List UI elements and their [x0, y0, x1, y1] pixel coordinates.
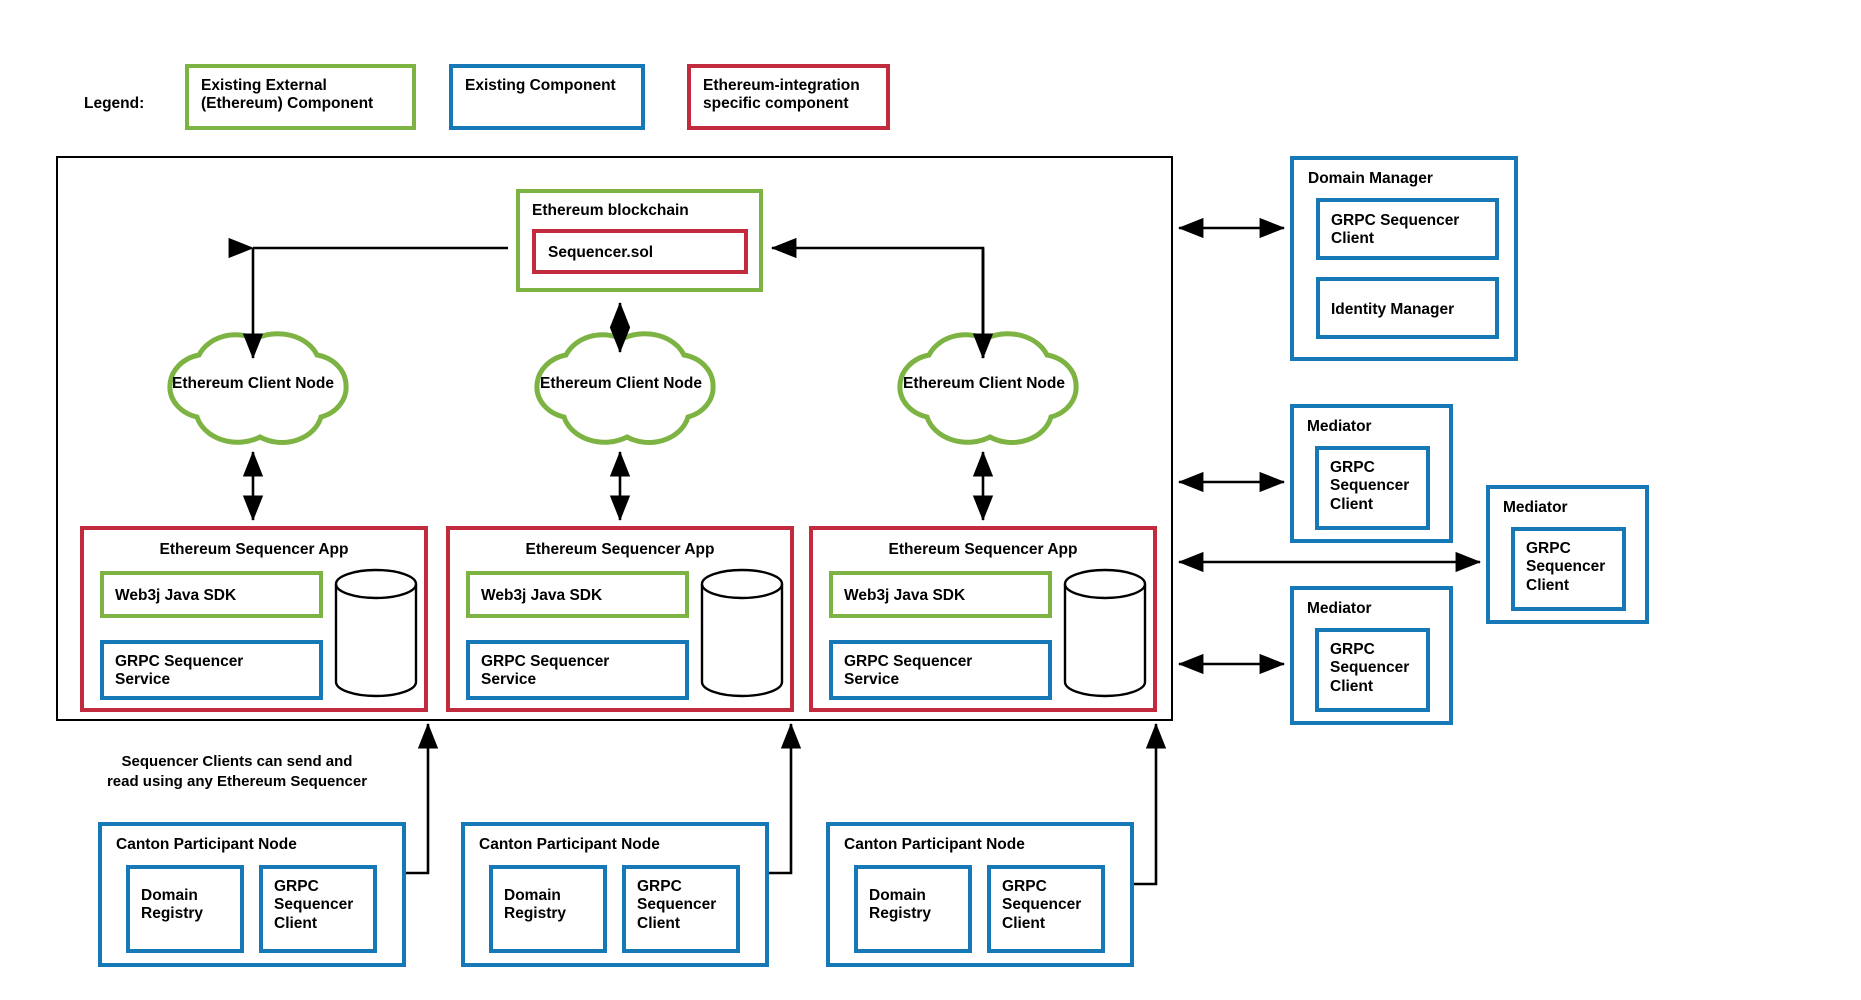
- web3j-java-sdk-2: Web3j Java SDK: [466, 571, 689, 618]
- domain-registry-1: Domain Registry: [126, 865, 244, 953]
- domain-manager-title: Domain Manager: [1308, 170, 1433, 187]
- mediator-3-grpc-sequencer-client: GRPC Sequencer Client: [1315, 628, 1430, 712]
- domain-registry-1-label: Domain Registry: [141, 887, 204, 923]
- ethereum-blockchain-box: Ethereum blockchain Sequencer.sol: [516, 189, 763, 292]
- grpc-sequencer-service-2-label: GRPC Sequencer Service: [481, 653, 610, 689]
- participant-2-grpc-sequencer-client-label: GRPC Sequencer Client: [637, 878, 717, 932]
- web3j-java-sdk-3-label: Web3j Java SDK: [844, 587, 966, 604]
- web3j-java-sdk-1: Web3j Java SDK: [100, 571, 323, 618]
- mediator-3-grpc-sequencer-client-label: GRPC Sequencer Client: [1330, 641, 1410, 695]
- mediator-box-3: Mediator GRPC Sequencer Client: [1290, 586, 1453, 725]
- canton-participant-node-2-title: Canton Participant Node: [479, 836, 660, 853]
- database-cylinder-2: [700, 568, 784, 698]
- identity-manager-label: Identity Manager: [1331, 301, 1455, 318]
- sequencer-sol-box: Sequencer.sol: [532, 229, 748, 274]
- ethereum-client-node-label-3: Ethereum Client Node: [903, 375, 1065, 392]
- mediator-2-grpc-sequencer-client: GRPC Sequencer Client: [1511, 527, 1626, 611]
- participant-3-grpc-sequencer-client: GRPC Sequencer Client: [987, 865, 1105, 953]
- ethereum-sequencer-app-1-title: Ethereum Sequencer App: [159, 541, 349, 558]
- database-cylinder-3: [1063, 568, 1147, 698]
- domain-registry-3: Domain Registry: [854, 865, 972, 953]
- sequencer-clients-note: Sequencer Clients can send and read usin…: [106, 753, 368, 790]
- mediator-1-grpc-sequencer-client: GRPC Sequencer Client: [1315, 446, 1430, 530]
- participant-1-grpc-sequencer-client-label: GRPC Sequencer Client: [274, 878, 354, 932]
- web3j-java-sdk-2-label: Web3j Java SDK: [481, 587, 603, 604]
- ethereum-client-node-label-2: Ethereum Client Node: [540, 375, 702, 392]
- web3j-java-sdk-3: Web3j Java SDK: [829, 571, 1052, 618]
- mediator-box-1: Mediator GRPC Sequencer Client: [1290, 404, 1453, 543]
- mediator-1-title: Mediator: [1307, 418, 1372, 435]
- grpc-sequencer-service-1-label: GRPC Sequencer Service: [115, 653, 244, 689]
- grpc-sequencer-service-1: GRPC Sequencer Service: [100, 640, 323, 700]
- canton-participant-node-2: Canton Participant Node Domain Registry …: [461, 822, 769, 967]
- domain-registry-2: Domain Registry: [489, 865, 607, 953]
- grpc-sequencer-service-2: GRPC Sequencer Service: [466, 640, 689, 700]
- ethereum-client-node-label-1: Ethereum Client Node: [172, 375, 334, 392]
- domain-registry-3-label: Domain Registry: [869, 887, 932, 923]
- legend-label: Legend:: [84, 95, 145, 112]
- participant-1-grpc-sequencer-client: GRPC Sequencer Client: [259, 865, 377, 953]
- identity-manager-box: Identity Manager: [1316, 277, 1499, 339]
- legend-item-external-ethereum-label: Existing External (Ethereum) Component: [201, 77, 374, 113]
- legend-item-existing-component: Existing Component: [449, 64, 645, 130]
- legend-item-external-ethereum: Existing External (Ethereum) Component: [185, 64, 416, 130]
- grpc-sequencer-service-3-label: GRPC Sequencer Service: [844, 653, 973, 689]
- ethereum-blockchain-title: Ethereum blockchain: [532, 202, 689, 219]
- participant-2-grpc-sequencer-client: GRPC Sequencer Client: [622, 865, 740, 953]
- mediator-3-title: Mediator: [1307, 600, 1372, 617]
- arrow-participant3-to-app3: [1134, 722, 1167, 886]
- mediator-box-2: Mediator GRPC Sequencer Client: [1486, 485, 1649, 624]
- canton-participant-node-1-title: Canton Participant Node: [116, 836, 297, 853]
- canton-participant-node-1: Canton Participant Node Domain Registry …: [98, 822, 406, 967]
- grpc-sequencer-service-3: GRPC Sequencer Service: [829, 640, 1052, 700]
- database-cylinder-1: [334, 568, 418, 698]
- ethereum-sequencer-app-2: Ethereum Sequencer App Web3j Java SDK GR…: [446, 526, 794, 712]
- legend-item-ethereum-integration: Ethereum-integration specific component: [687, 64, 890, 130]
- participant-3-grpc-sequencer-client-label: GRPC Sequencer Client: [1002, 878, 1082, 932]
- domain-manager-box: Domain Manager GRPC Sequencer Client Ide…: [1290, 156, 1518, 361]
- ethereum-sequencer-app-3-title: Ethereum Sequencer App: [888, 541, 1078, 558]
- mediator-2-title: Mediator: [1503, 499, 1568, 516]
- domain-registry-2-label: Domain Registry: [504, 887, 567, 923]
- domain-manager-grpc-sequencer-client-label: GRPC Sequencer Client: [1331, 212, 1460, 248]
- web3j-java-sdk-1-label: Web3j Java SDK: [115, 587, 237, 604]
- domain-manager-grpc-sequencer-client: GRPC Sequencer Client: [1316, 198, 1499, 260]
- ethereum-sequencer-app-3: Ethereum Sequencer App Web3j Java SDK GR…: [809, 526, 1157, 712]
- arrow-participant2-to-app2: [769, 722, 802, 875]
- canton-participant-node-3: Canton Participant Node Domain Registry …: [826, 822, 1134, 967]
- legend-item-ethereum-integration-label: Ethereum-integration specific component: [703, 77, 860, 113]
- mediator-1-grpc-sequencer-client-label: GRPC Sequencer Client: [1330, 459, 1410, 513]
- mediator-2-grpc-sequencer-client-label: GRPC Sequencer Client: [1526, 540, 1606, 594]
- ethereum-sequencer-app-2-title: Ethereum Sequencer App: [525, 541, 715, 558]
- legend-item-existing-component-label: Existing Component: [465, 77, 616, 94]
- arrow-participant1-to-app1: [406, 722, 439, 875]
- sequencer-sol-label: Sequencer.sol: [548, 244, 654, 261]
- ethereum-sequencer-app-1: Ethereum Sequencer App Web3j Java SDK GR…: [80, 526, 428, 712]
- canton-participant-node-3-title: Canton Participant Node: [844, 836, 1025, 853]
